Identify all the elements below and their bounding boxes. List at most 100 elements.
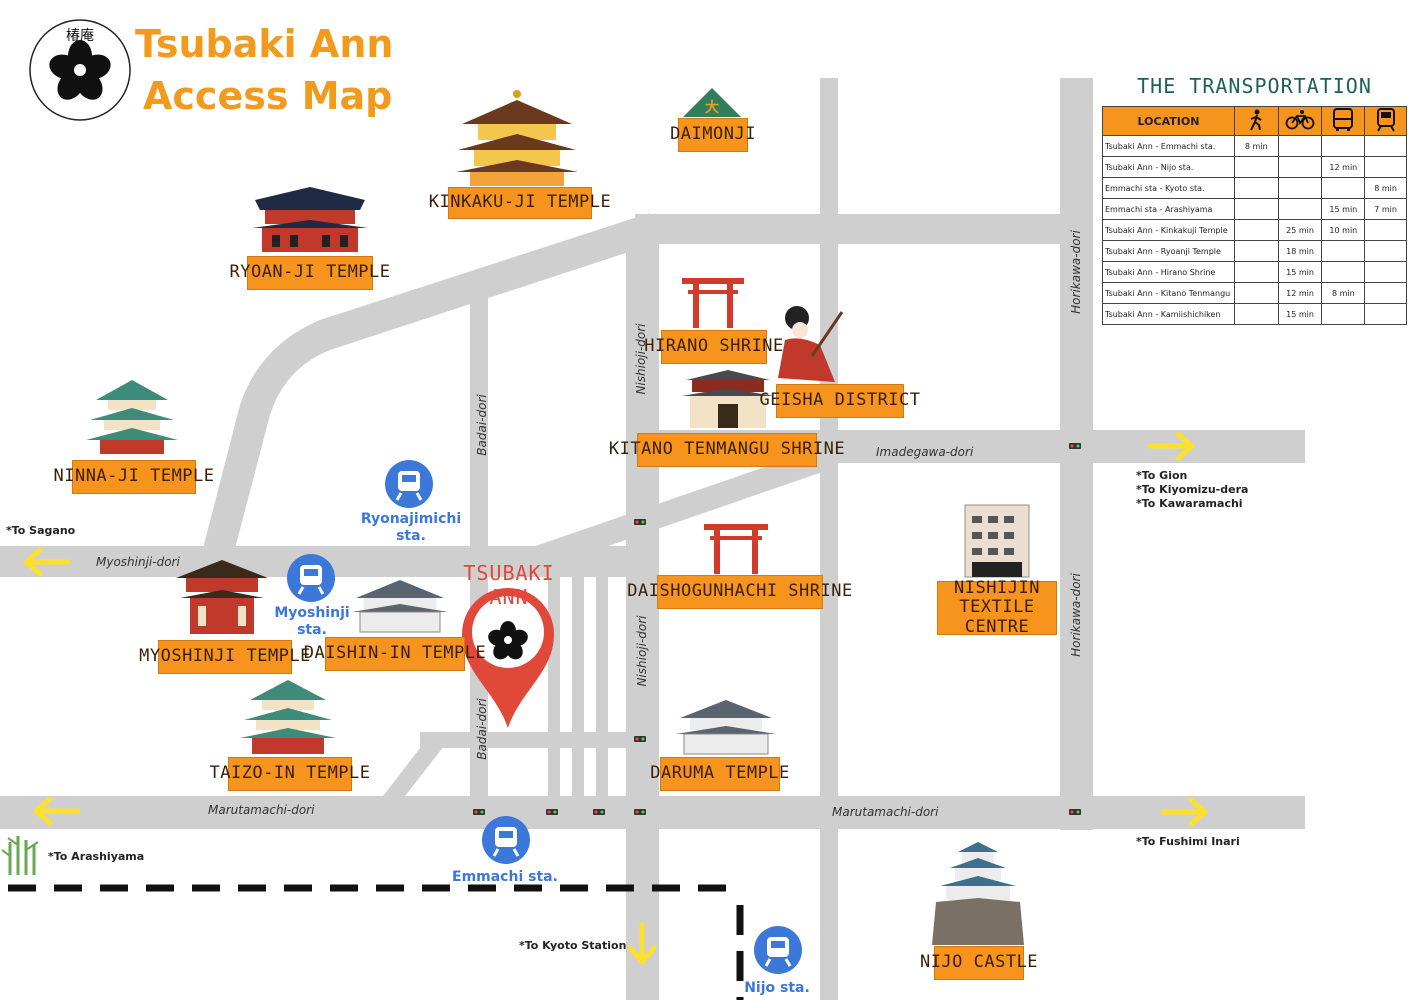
walk-cell [1233,177,1279,199]
emmachi-station-icon [482,816,530,864]
arrow-left-icon [23,547,71,577]
imadegawa-dori-label: Imadegawa-dori [876,445,974,459]
kitano-tenmangu-label[interactable]: KITANO TENMANGU SHRINE [609,433,845,467]
nijo-castle-label[interactable]: NIJO CASTLE [920,946,1038,980]
ninnaji-pagoda-illustration [86,380,178,454]
bike-cell [1277,177,1323,199]
diagonal-road [495,448,828,580]
nishijin-textile-label[interactable]: NISHIJIN TEXTILE CENTRE [937,578,1057,637]
myoshinji-gate-illustration [176,560,268,634]
horikawa-dori-road [1060,78,1093,830]
ryonajimichi-station-label: Ryonajimichi sta. [360,511,462,544]
train-cell [1364,135,1407,157]
location-cell: Tsubaki Ann - Kitano Tenmangu [1102,282,1235,304]
location-cell: Tsubaki Ann - Emmachi sta. [1102,135,1235,157]
to-kiyomizu-note: *To Kiyomizu-dera [1136,483,1249,496]
map-title-line2: Access Map [143,74,393,118]
location-cell: Emmachi sta - Kyoto sta. [1102,177,1235,199]
bus-cell: 12 min [1321,156,1366,178]
svg-text:椿庵: 椿庵 [66,27,94,44]
hirano-shrine-label[interactable]: HIRANO SHRINE [644,330,783,364]
walk-cell [1233,261,1279,283]
daishogunhachi-label[interactable]: DAISHOGUNHACHI SHRINE [627,575,852,609]
walk-cell [1233,198,1279,220]
daishogun-torii-illustration [704,524,768,574]
arrow-down-icon [627,922,657,965]
train-cell [1364,303,1407,325]
geisha-district-label[interactable]: GEISHA DISTRICT [759,384,920,418]
train-cell [1364,282,1407,304]
nishioji-dori-road [626,230,659,1000]
kitayama-road [200,213,650,560]
railway-line [8,884,744,1000]
daruma-temple-label[interactable]: DARUMA TEMPLE [650,757,789,791]
train-cell: 8 min [1364,177,1407,199]
daishinin-illustration [352,580,448,633]
bus-cell [1321,177,1366,199]
ryoanji-label[interactable]: RYOAN-JI TEMPLE [229,256,390,290]
traffic-light-icon [634,736,646,742]
location-cell: Tsubaki Ann - Ryoanji Temple [1102,240,1235,262]
kinkakuji-road [635,214,1080,244]
table-row: Tsubaki Ann - Nijo sta. 12 min [1102,156,1407,178]
lane [596,545,608,805]
myoshinji-station-icon [287,554,335,602]
nijo-castle-illustration [932,842,1024,945]
location-cell: Tsubaki Ann - Nijo sta. [1102,156,1235,178]
ninnaji-label[interactable]: NINNA-JI TEMPLE [53,460,214,494]
road-network [0,78,1305,1000]
daimonji-label[interactable]: DAIMONJI [670,118,755,152]
traffic-light-icon [593,809,605,815]
tsubaki-ann-location-pin[interactable] [462,588,554,728]
train-cell [1364,261,1407,283]
traffic-light-icon [546,809,558,815]
ryoanji-illustration [252,187,368,252]
daimonji-mountain-illustration: 大 [683,88,741,117]
taizoin-label[interactable]: TAIZO-IN TEMPLE [209,757,370,791]
kinkakuji-label[interactable]: KINKAKU-JI TEMPLE [429,187,611,219]
bus-cell: 8 min [1321,282,1366,304]
nishioji-dori-label: Nishioji-dori [635,615,649,687]
train-cell [1364,156,1407,178]
table-header-row: LOCATION [1102,106,1407,136]
bus-icon [1321,106,1366,136]
geisha-illustration [778,306,844,382]
to-gion-note: *To Gion [1136,469,1188,482]
traffic-light-icon [473,809,485,815]
svg-text:大: 大 [705,99,719,116]
arrow-left-icon [33,796,81,826]
bus-cell: 15 min [1321,198,1366,220]
bike-cell: 15 min [1277,303,1323,325]
daruma-temple-illustration [676,700,776,755]
location-cell: Tsubaki Ann - Kinkakuji Temple [1102,219,1235,241]
walk-cell [1233,240,1279,262]
map-title-line1: Tsubaki Ann [135,22,394,66]
tsubaki-ann-label: TSUBAKI ANN [463,561,555,609]
bike-cell: 12 min [1277,282,1323,304]
arrow-right-icon [1160,797,1208,827]
daishinin-label[interactable]: DAISHIN-IN TEMPLE [304,637,486,671]
taizoin-pagoda-illustration [240,680,336,754]
bus-cell [1321,240,1366,262]
badai-dori-label: Badai-dori [475,698,489,760]
table-row: Tsubaki Ann - Ryoanji Temple 18 min [1102,240,1407,262]
horikawa-dori-label: Horikawa-dori [1069,230,1083,314]
bike-cell [1277,156,1323,178]
bike-cell: 18 min [1277,240,1323,262]
traffic-light-icon [1069,443,1081,449]
location-cell: Tsubaki Ann - Hirano Shrine [1102,261,1235,283]
kitano-gate-illustration [682,370,774,428]
walk-cell [1233,219,1279,241]
horikawa-dori-label: Horikawa-dori [1069,573,1083,657]
marutamachi-dori-label: Marutamachi-dori [208,803,315,817]
walk-cell [1233,282,1279,304]
train-cell [1364,219,1407,241]
nijo-station-label: Nijo sta. [744,980,810,996]
bus-cell [1321,261,1366,283]
myoshinji-label[interactable]: MYOSHINJI TEMPLE [139,640,310,674]
transportation-title: THE TRANSPORTATION [1137,74,1372,98]
to-arashiyama-note: *To Arashiyama [48,850,145,863]
marutamachi-dori-label: Marutamachi-dori [832,805,939,819]
nishioji-dori-label: Nishioji-dori [634,323,648,395]
